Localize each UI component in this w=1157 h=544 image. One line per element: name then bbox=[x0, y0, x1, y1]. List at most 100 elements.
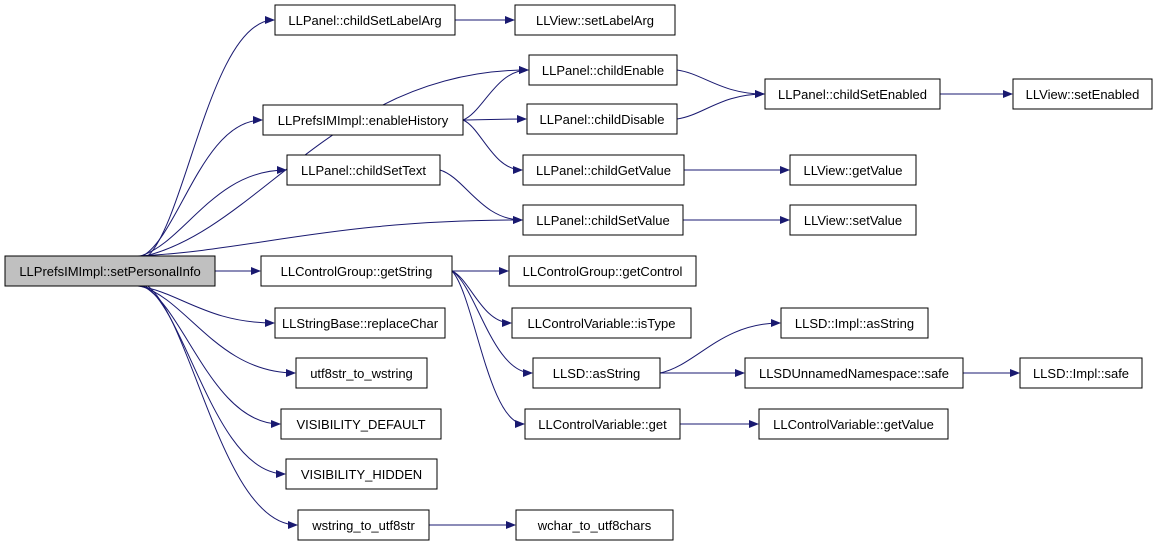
node-label: LLPrefsIMImpl::setPersonalInfo bbox=[19, 264, 200, 279]
node-label: LLControlGroup::getControl bbox=[523, 264, 683, 279]
node-box bbox=[522, 204, 684, 236]
node-label: LLSD::Impl::safe bbox=[1033, 366, 1129, 381]
node-label: LLPanel::childEnable bbox=[542, 63, 664, 78]
node-box bbox=[280, 408, 442, 440]
node-box bbox=[260, 255, 453, 287]
edge-root-to-childSetLabelArg bbox=[147, 16, 275, 257]
edges-layer bbox=[137, 16, 1020, 529]
node-setValue[interactable]: LLView::setValue bbox=[789, 204, 917, 236]
node-label: LLPanel::childSetEnabled bbox=[778, 87, 927, 102]
node-box bbox=[285, 458, 438, 490]
node-replaceChar[interactable]: LLStringBase::replaceChar bbox=[274, 307, 446, 339]
edge-root-to-replaceChar bbox=[137, 285, 275, 327]
node-label: LLControlGroup::getString bbox=[281, 264, 433, 279]
node-label: LLPanel::childGetValue bbox=[536, 163, 671, 178]
edge-root-to-enableHistory bbox=[142, 116, 263, 257]
node-label: LLControlVariable::getValue bbox=[773, 417, 934, 432]
edge-getString-to-asString bbox=[451, 270, 533, 377]
node-label: LLControlVariable::get bbox=[538, 417, 667, 432]
node-asString[interactable]: LLSD::asString bbox=[532, 357, 661, 389]
edge-root-to-childSetText bbox=[140, 166, 287, 257]
node-label: LLView::setValue bbox=[804, 213, 902, 228]
node-label: LLControlVariable::isType bbox=[528, 316, 676, 331]
node-childSetText[interactable]: LLPanel::childSetText bbox=[286, 154, 441, 186]
node-childSetLabelArg[interactable]: LLPanel::childSetLabelArg bbox=[274, 4, 456, 36]
node-label: VISIBILITY_HIDDEN bbox=[301, 467, 422, 482]
node-label: LLSDUnnamedNamespace::safe bbox=[759, 366, 949, 381]
node-wchar_to_utf8chars[interactable]: wchar_to_utf8chars bbox=[515, 509, 674, 541]
node-box bbox=[274, 307, 446, 339]
edge-getString-to-isType bbox=[451, 270, 512, 327]
node-label: wchar_to_utf8chars bbox=[537, 518, 652, 533]
node-utf8str_to_wstring[interactable]: utf8str_to_wstring bbox=[295, 357, 428, 389]
node-box bbox=[789, 154, 917, 186]
node-label: LLPrefsIMImpl::enableHistory bbox=[278, 113, 449, 128]
node-getValue[interactable]: LLView::getValue bbox=[789, 154, 917, 186]
node-box bbox=[297, 509, 430, 541]
node-childGetValue[interactable]: LLPanel::childGetValue bbox=[522, 154, 685, 186]
node-box bbox=[522, 154, 685, 186]
node-box bbox=[511, 307, 692, 339]
edge-asString-to-implAsString bbox=[659, 319, 781, 374]
node-box bbox=[286, 154, 441, 186]
node-box bbox=[764, 78, 941, 110]
node-label: LLView::setLabelArg bbox=[536, 13, 654, 28]
node-box bbox=[1019, 357, 1143, 389]
node-setLabelArg[interactable]: LLView::setLabelArg bbox=[514, 4, 676, 36]
node-label: LLView::getValue bbox=[803, 163, 902, 178]
node-label: wstring_to_utf8str bbox=[311, 518, 415, 533]
edge-getString-to-cvGet bbox=[451, 270, 525, 428]
node-box bbox=[789, 204, 917, 236]
edge-childDisable-to-childSetEnabled bbox=[676, 90, 765, 120]
node-implAsString[interactable]: LLSD::Impl::asString bbox=[780, 307, 929, 339]
node-wstring_to_utf8str[interactable]: wstring_to_utf8str bbox=[297, 509, 430, 541]
node-box bbox=[758, 408, 949, 440]
node-cvGetValue[interactable]: LLControlVariable::getValue bbox=[758, 408, 949, 440]
edge-root-to-childSetValue bbox=[137, 216, 523, 257]
node-setEnabled[interactable]: LLView::setEnabled bbox=[1012, 78, 1153, 110]
node-visHidden[interactable]: VISIBILITY_HIDDEN bbox=[285, 458, 438, 490]
edge-root-to-visHidden bbox=[145, 285, 286, 478]
edge-childSetText-to-childSetValue bbox=[439, 169, 523, 224]
node-label: LLSD::asString bbox=[553, 366, 640, 381]
node-label: LLPanel::childSetText bbox=[301, 163, 426, 178]
node-box bbox=[262, 104, 464, 136]
node-childSetValue[interactable]: LLPanel::childSetValue bbox=[522, 204, 684, 236]
node-enableHistory[interactable]: LLPrefsIMImpl::enableHistory bbox=[262, 104, 464, 136]
node-box bbox=[532, 357, 661, 389]
node-label: utf8str_to_wstring bbox=[310, 366, 413, 381]
node-visDefault[interactable]: VISIBILITY_DEFAULT bbox=[280, 408, 442, 440]
edge-root-to-utf8str_to_wstring bbox=[140, 285, 296, 377]
node-implSafe[interactable]: LLSD::Impl::safe bbox=[1019, 357, 1143, 389]
edge-childEnable-to-childSetEnabled bbox=[676, 69, 765, 98]
node-childSetEnabled[interactable]: LLPanel::childSetEnabled bbox=[764, 78, 941, 110]
node-box bbox=[514, 4, 676, 36]
edge-root-to-wstring_to_utf8str bbox=[147, 285, 298, 529]
node-isType[interactable]: LLControlVariable::isType bbox=[511, 307, 692, 339]
edge-enableHistory-to-childGetValue bbox=[462, 119, 523, 174]
node-label: LLView::setEnabled bbox=[1026, 87, 1140, 102]
node-label: LLPanel::childDisable bbox=[539, 112, 664, 127]
edge-enableHistory-to-childDisable bbox=[462, 115, 527, 124]
node-box bbox=[508, 255, 697, 287]
nodes-layer: LLPrefsIMImpl::setPersonalInfo LLPanel::c… bbox=[4, 4, 1153, 541]
node-label: LLPanel::childSetLabelArg bbox=[288, 13, 441, 28]
node-box bbox=[515, 509, 674, 541]
node-label: VISIBILITY_DEFAULT bbox=[296, 417, 425, 432]
node-box bbox=[780, 307, 929, 339]
node-childEnable[interactable]: LLPanel::childEnable bbox=[528, 54, 678, 86]
node-root[interactable]: LLPrefsIMImpl::setPersonalInfo bbox=[4, 255, 216, 287]
node-box bbox=[524, 408, 681, 440]
node-getString[interactable]: LLControlGroup::getString bbox=[260, 255, 453, 287]
node-cvGet[interactable]: LLControlVariable::get bbox=[524, 408, 681, 440]
node-label: LLSD::Impl::asString bbox=[795, 316, 914, 331]
node-unnamedSafe[interactable]: LLSDUnnamedNamespace::safe bbox=[744, 357, 964, 389]
edge-enableHistory-to-childEnable bbox=[462, 66, 529, 121]
node-box bbox=[744, 357, 964, 389]
node-box bbox=[4, 255, 216, 287]
node-childDisable[interactable]: LLPanel::childDisable bbox=[526, 103, 678, 135]
node-getControl[interactable]: LLControlGroup::getControl bbox=[508, 255, 697, 287]
node-box bbox=[526, 103, 678, 135]
node-label: LLStringBase::replaceChar bbox=[282, 316, 439, 331]
